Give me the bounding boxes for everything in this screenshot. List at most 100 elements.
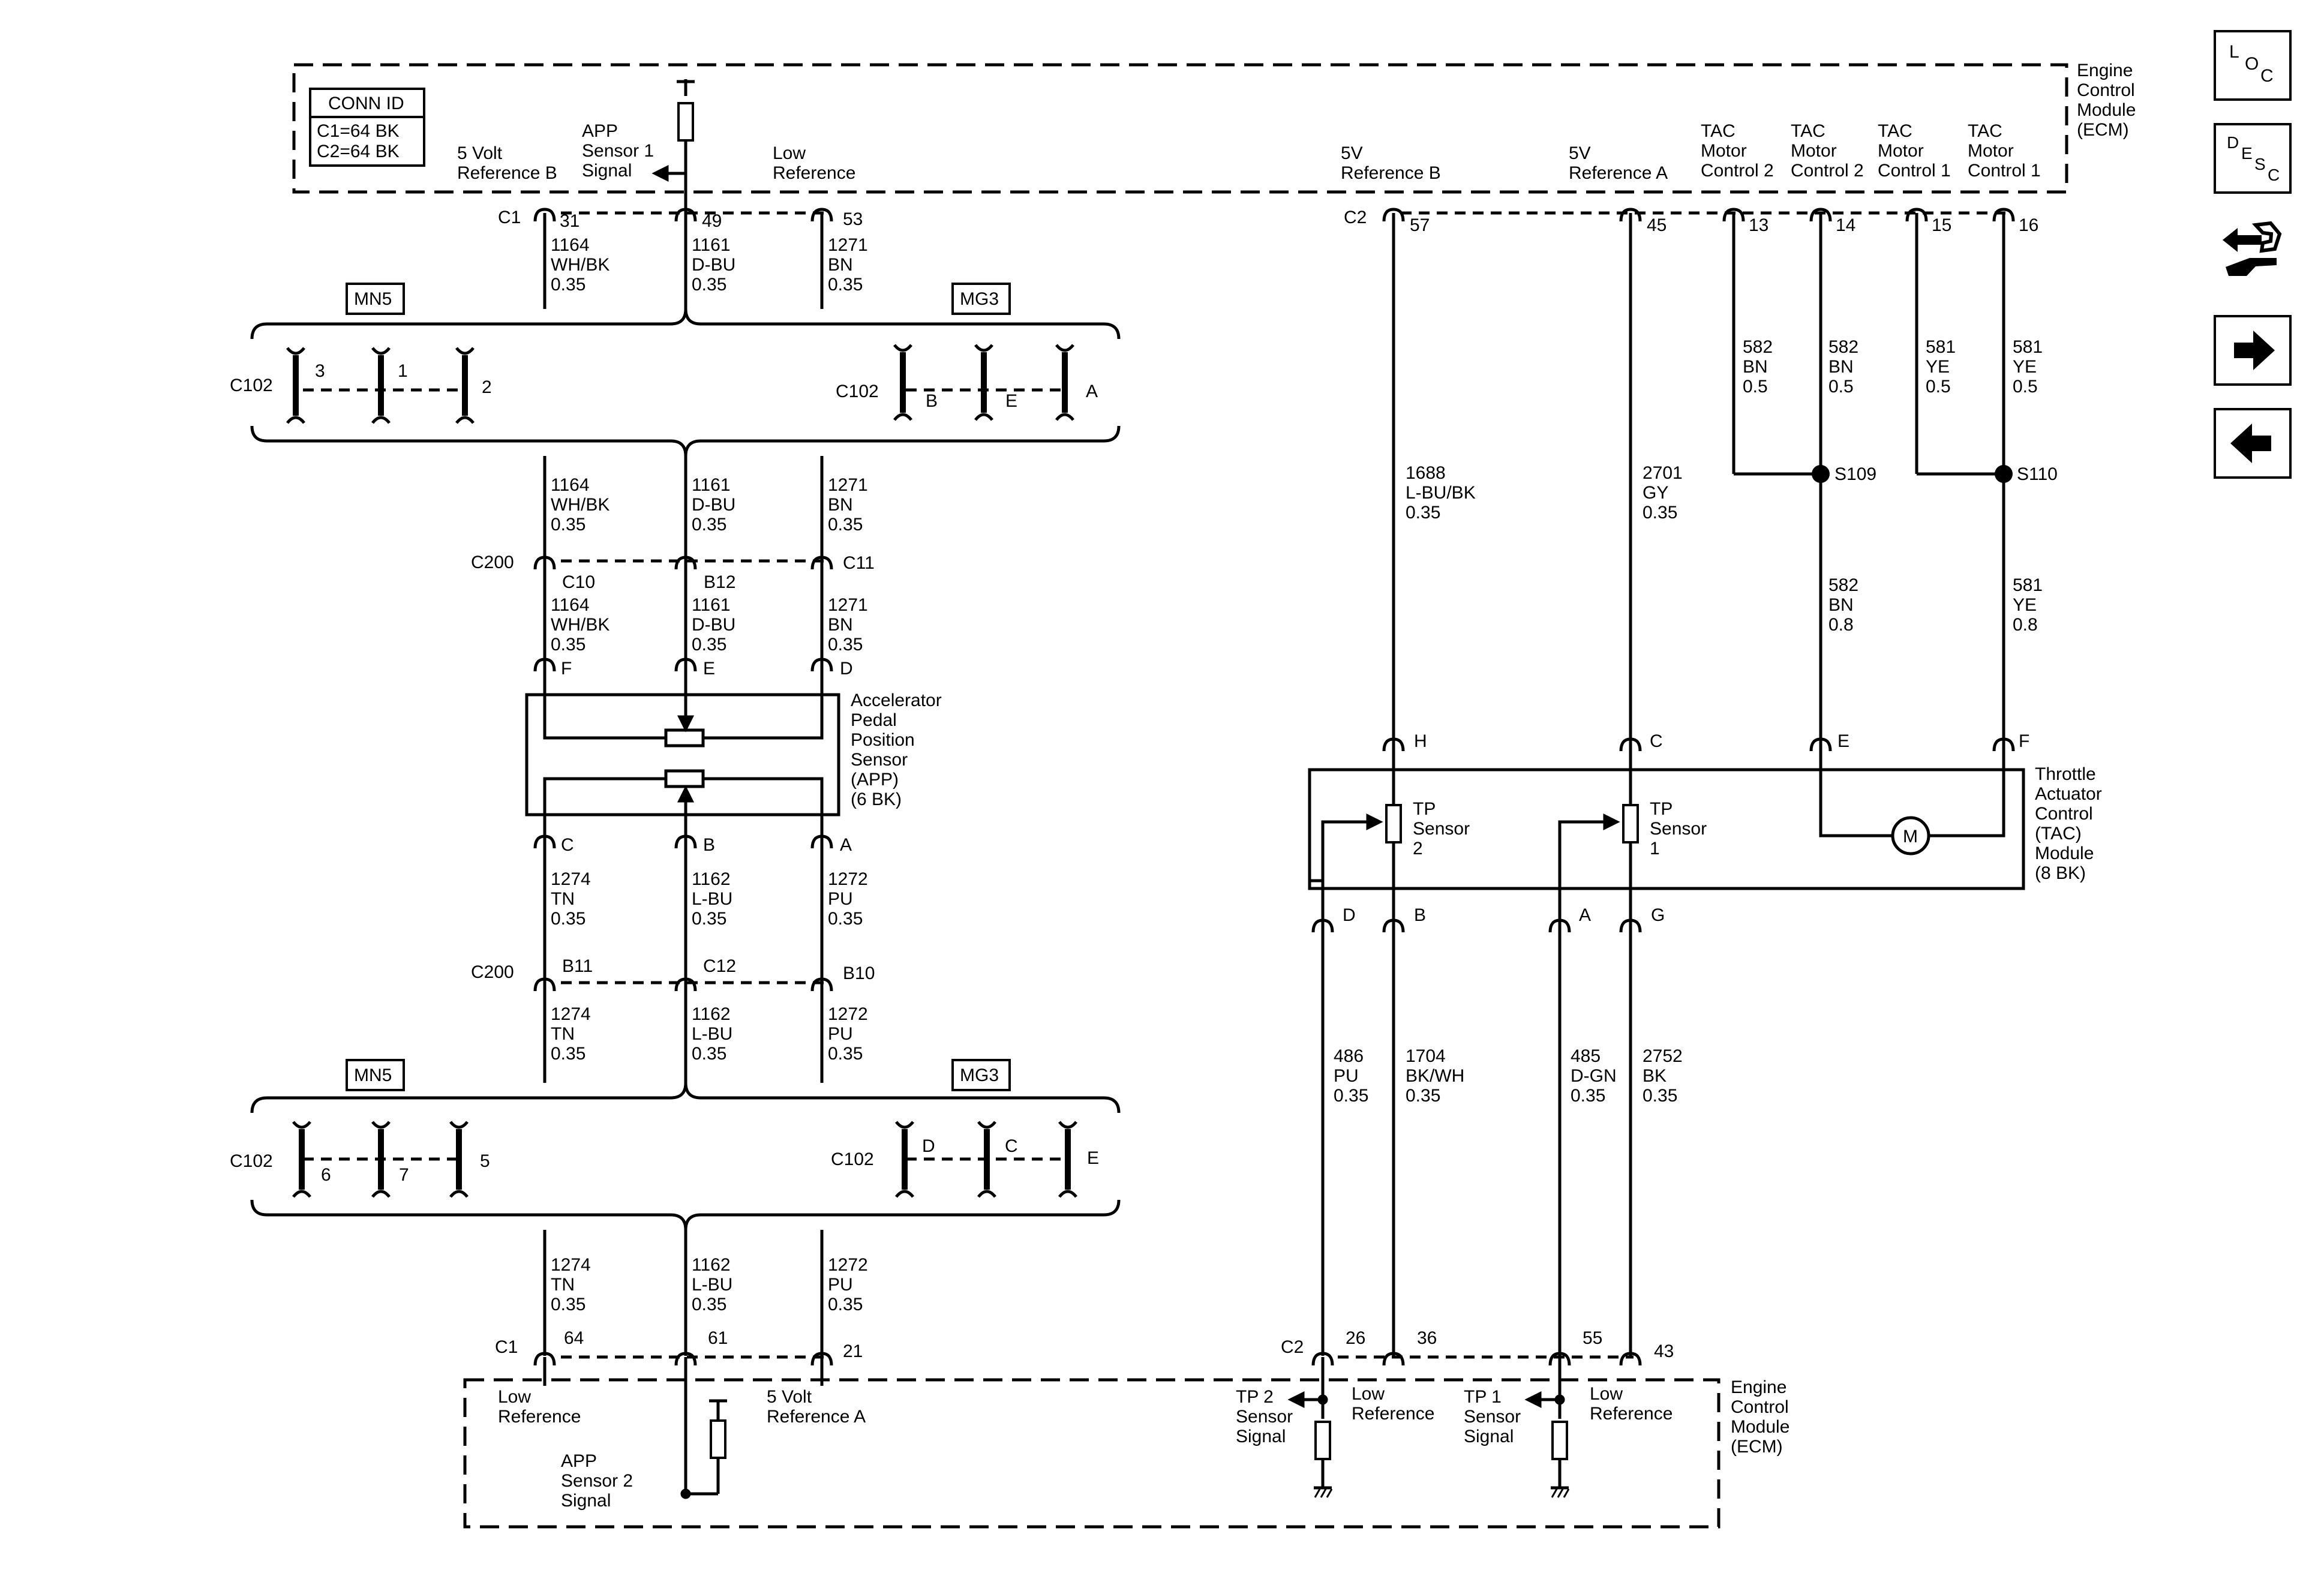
badge-mg3-bottom: MG3	[960, 1065, 999, 1085]
wire-label-w1704-27-line-3: 0.35	[1406, 1086, 1440, 1106]
wire-label-w1272-14-line-2: PU	[828, 1024, 853, 1044]
label-tp2-signal-line-3: Signal	[1236, 1427, 1286, 1446]
label-tp2-signal-line-1: TP 2	[1236, 1387, 1274, 1407]
connector-cup	[1548, 1352, 1571, 1366]
wire-label-w582b-21-line-3: 0.5	[1828, 377, 1854, 397]
wire-label-w1162-16-line-1: 1162	[692, 1255, 731, 1275]
label-tac-motor-1a-line-1: TAC	[1878, 121, 1912, 141]
conn-c2-bottom: C2	[1281, 1337, 1304, 1357]
wire-label-w1271-2-line-2: BN	[828, 255, 853, 275]
wire-label-w486-26-line-3: 0.35	[1334, 1086, 1368, 1106]
ecm-bottom-box	[463, 1378, 1721, 1529]
label-tac-motor-2b-line-3: Control 2	[1791, 161, 1864, 181]
pin-app-bottom-0: C	[561, 835, 574, 855]
label-low-ref-tp2-line-2: Reference	[1352, 1404, 1434, 1424]
connector-cup	[1619, 918, 1642, 933]
pin-bottom-right-0: 26	[1346, 1328, 1365, 1348]
pin-top-right-2: 13	[1749, 215, 1768, 235]
wire-label-w1272-14-line-1: 1272	[828, 1004, 868, 1024]
pin-top-left-1: 49	[702, 211, 722, 231]
connector-cup	[1382, 1352, 1405, 1366]
connector-cup	[533, 977, 556, 992]
wire-label-w582b-21-line-1: 582	[1828, 337, 1858, 357]
label-5v-ref-b-right-line-2: Reference B	[1341, 163, 1441, 183]
pin-tac-bottom-3: G	[1651, 905, 1665, 925]
wire-label-w1274-9-line-3: 0.35	[551, 909, 585, 929]
wire-label-w1272-14-line-3: 0.35	[828, 1044, 863, 1064]
motor-label: M	[1903, 827, 1918, 846]
wire-label-w1274-9-line-2: TN	[551, 889, 575, 909]
wire-label-w1161-1-line-2: D-BU	[692, 255, 735, 275]
wire-label-w1161-7-line-1: 1161	[692, 595, 731, 615]
wire-label-w581c-25-line-1: 581	[2013, 575, 2043, 595]
pin-tac-bottom-0: D	[1343, 905, 1356, 925]
splice-s110-label: S110	[2017, 464, 2058, 484]
wire-label-w581c-25-line-2: YE	[2013, 595, 2037, 615]
tp2-sensor-label-line-3: 2	[1413, 839, 1423, 858]
conn-c102-lr: C102	[831, 1149, 874, 1169]
conn-c200-lower: C200	[471, 962, 514, 982]
label-low-ref-tp1-line-2: Reference	[1590, 1404, 1673, 1424]
c102-terminal	[977, 1121, 996, 1198]
label-5v-ref-a-line-2: Reference A	[1569, 163, 1668, 183]
pin-c102-ur-0: B	[926, 391, 938, 411]
wire-label-w1162-13-line-1: 1162	[692, 1004, 731, 1024]
wire-label-w582c-24-line-3: 0.8	[1828, 615, 1854, 635]
wire-label-w1164-0-line-1: 1164	[551, 235, 590, 255]
wire-label-w2752-29-line-3: 0.35	[1643, 1086, 1677, 1106]
c102-terminal	[292, 1121, 311, 1198]
pin-c102-lr-2: E	[1087, 1148, 1099, 1168]
forward-arrow-icon[interactable]	[2214, 315, 2292, 386]
wire-label-w1161-4-line-3: 0.35	[692, 515, 726, 535]
wire-label-w1271-5-line-3: 0.35	[828, 515, 863, 535]
loc-letter-l: L	[2229, 42, 2239, 62]
wire-label-w485-28-line-2: D-GN	[1571, 1066, 1617, 1086]
wire-label-w1271-8-line-2: BN	[828, 615, 853, 635]
pin-c200-lower-2: B10	[843, 963, 875, 983]
connector-cup	[674, 208, 697, 222]
pin-tac-top-0: H	[1414, 731, 1427, 751]
wire-label-w1161-1-line-1: 1161	[692, 235, 731, 255]
wire-label-w1164-0-line-3: 0.35	[551, 275, 585, 295]
wire-label-w582a-20-line-1: 582	[1743, 337, 1773, 357]
label-5v-ref-b-left-line-1: 5 Volt	[457, 143, 503, 163]
tac-module-label-line-5: Module	[2035, 843, 2094, 863]
desc-letter-s: S	[2254, 155, 2266, 173]
connector-cup	[810, 1352, 833, 1366]
c102-terminal	[1055, 344, 1074, 421]
back-arrow-icon[interactable]	[2214, 408, 2292, 479]
tp1-sensor-label-line-2: Sensor	[1650, 819, 1707, 839]
wire-label-w1272-17-line-2: PU	[828, 1275, 853, 1295]
wire-label-w1162-10-line-2: L-BU	[692, 889, 732, 909]
tp1-sensor-label-line-3: 1	[1650, 839, 1660, 858]
pin-c200-upper-0: C10	[562, 572, 595, 592]
hands-icon[interactable]	[2220, 216, 2286, 282]
label-app-sensor1-line-3: Signal	[582, 161, 632, 181]
connector-cup	[810, 208, 833, 222]
loc-icon[interactable]: L O C	[2214, 30, 2292, 101]
pin-tac-top-3: F	[2019, 731, 2029, 751]
label-tp1-signal-line-1: TP 1	[1464, 1387, 1502, 1407]
connector-cup	[1382, 918, 1405, 933]
wire-label-w486-26-line-1: 486	[1334, 1046, 1364, 1066]
connector-cup	[674, 658, 697, 672]
c102-terminal	[895, 1121, 914, 1198]
label-tac-motor-1a-line-2: Motor	[1878, 141, 1924, 161]
label-low-ref-tp2-line-1: Low	[1352, 1384, 1385, 1404]
badge-mg3-top: MG3	[960, 289, 999, 309]
wire-label-w1271-2-line-3: 0.35	[828, 275, 863, 295]
wire-label-w1162-16-line-3: 0.35	[692, 1295, 726, 1314]
connector-cup	[674, 556, 697, 570]
wire-label-w1164-3-line-2: WH/BK	[551, 495, 609, 515]
c102-terminal	[286, 347, 305, 424]
wire-label-w485-28-line-1: 485	[1571, 1046, 1601, 1066]
pin-c102-ul-0: 3	[315, 361, 325, 381]
pin-c102-ll-0: 6	[321, 1165, 331, 1185]
connector-cup	[533, 1352, 556, 1366]
tac-module-box	[1308, 768, 2025, 890]
conn-c1-bottom: C1	[495, 1337, 518, 1357]
desc-icon[interactable]: D E S C	[2214, 123, 2292, 194]
wire-label-w2701-19-line-3: 0.35	[1643, 503, 1677, 523]
ecm-bottom-label-line-3: Module	[1731, 1417, 1789, 1437]
